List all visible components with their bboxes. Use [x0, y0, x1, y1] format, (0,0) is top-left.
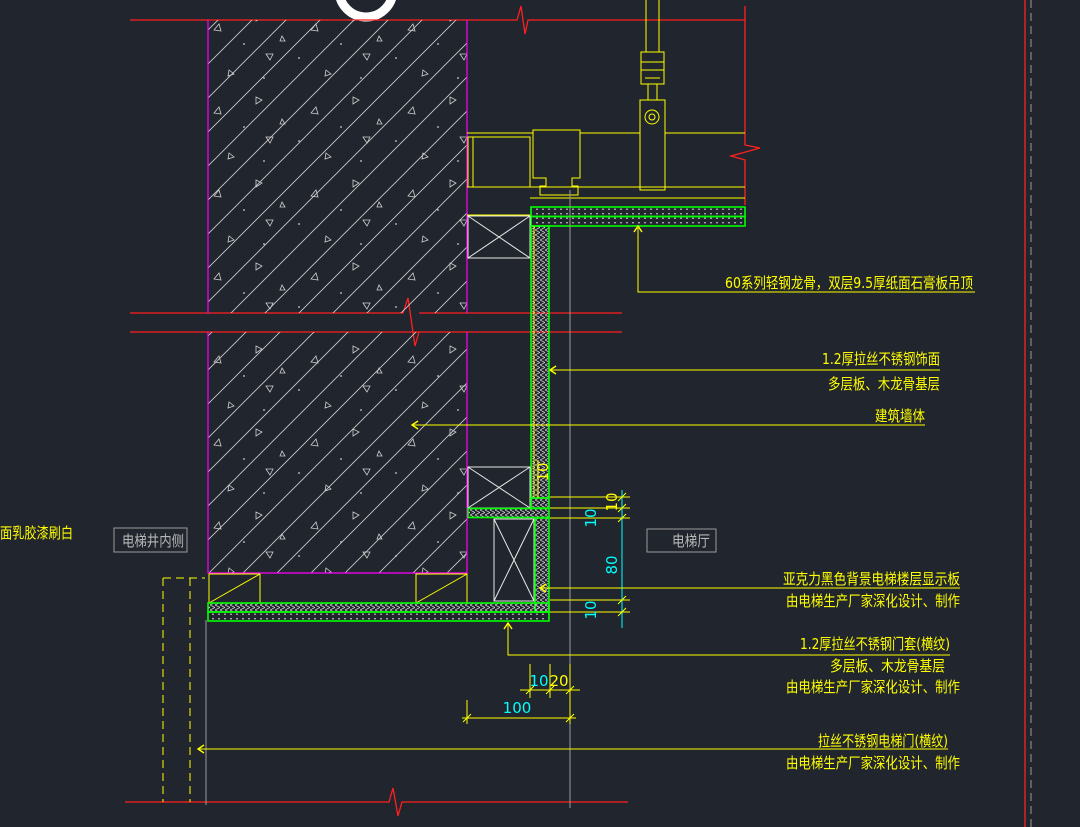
door-frame-block-cross [493, 518, 535, 602]
structure-wall [207, 20, 468, 574]
leader-elevator-door-arrow [196, 744, 205, 754]
indicator-panel-strip [467, 507, 550, 519]
dim-vertical-a-text: 10 [603, 492, 621, 511]
dim-horizontal-ticks-total [462, 713, 575, 723]
callout-elevator-door-line2: 由电梯生产厂家深化设计、制作 [786, 754, 960, 772]
dim-vertical-d-text: 10 [582, 600, 600, 619]
door-head-assembly [207, 466, 550, 622]
callout-floor-indicator-line1: 亚克力黑色背景电梯楼层显示板 [783, 570, 960, 588]
callout-floor-indicator-line2: 由电梯生产厂家深化设计、制作 [786, 592, 960, 610]
soffit-block-left-diag [208, 573, 261, 604]
wall-aggregate-lower [208, 332, 467, 573]
ceiling-system [467, 0, 746, 227]
callout-wall-finish-line1: 1.2厚拉丝不锈钢饰面 [822, 350, 940, 368]
room-tag-lobby-box [646, 528, 717, 553]
leader-structure-wall-arrow [410, 420, 419, 430]
room-tag-shaft: 电梯井内侧 [113, 527, 188, 553]
bottom-break-line [125, 787, 628, 817]
gypsum-board-layer-2 [530, 215, 746, 227]
wall-outline [207, 20, 468, 574]
dimensions: 10 10 10 80 10 10 20 100 [462, 460, 630, 724]
dim-horizontal-b-text: 20 [549, 672, 568, 690]
leader-floor-indicator-arrow [538, 583, 547, 593]
wall-finish-panel [530, 225, 550, 499]
elevator-door-dashed [162, 577, 205, 802]
main-connector [532, 129, 581, 196]
dim-horizontal-extensions [466, 664, 571, 724]
hanger-bolt [644, 109, 660, 125]
callout-door-frame-line3: 由电梯生产厂家深化设计、制作 [786, 678, 960, 696]
gypsum-board-layer-1 [530, 206, 746, 218]
room-tag-shaft-box [113, 527, 188, 553]
callout-ceiling: 60系列轻钢龙骨，双层9.5厚纸面石膏板吊顶 [725, 274, 973, 292]
leader-door-frame [507, 624, 950, 656]
right-break-line [728, 6, 761, 205]
callout-structure-wall: 建筑墙体 [875, 407, 925, 425]
dim-horizontal-total-text: 100 [503, 699, 532, 717]
leader-door-frame-arrow [503, 621, 513, 630]
wood-block-lower-cross [467, 466, 531, 509]
leaders [196, 224, 975, 754]
section-marker-circle [336, 0, 396, 22]
dim-vertical-b-text: 10 [582, 508, 600, 527]
leader-wall-finish-arrow [548, 365, 557, 375]
leader-ceiling [637, 228, 975, 293]
room-tag-shaft-text: 电梯井内侧 [122, 532, 184, 550]
door-soffit-ply [207, 602, 550, 613]
room-tag-lobby-text: 电梯厅 [672, 532, 710, 550]
finish-step [530, 497, 550, 509]
wall-angle [467, 136, 531, 188]
door-frame-facing [534, 517, 550, 613]
wood-block-upper [467, 215, 531, 259]
dim-upper-small-text: 10 [534, 462, 552, 481]
left-note: 面乳胶漆刷白 [0, 524, 73, 542]
callout-elevator-door-line1: 拉丝不锈钢电梯门(横纹) [818, 732, 948, 750]
elevator-door-outline [162, 577, 205, 802]
leader-ceiling-arrow [633, 224, 643, 233]
dim-vertical-ticks [617, 492, 627, 617]
soffit-block-right-diag [415, 573, 468, 604]
hanger-clamp [640, 51, 665, 85]
room-tag-lobby: 电梯厅 [646, 528, 717, 553]
hanger-bracket [639, 99, 666, 191]
callout-door-frame-line2: 多层板、木龙骨基层 [830, 657, 945, 675]
dim-vertical-extensions [550, 496, 630, 613]
hanger-bolt-inner [648, 113, 656, 121]
hanger-rod [645, 0, 660, 100]
carrying-channel [467, 132, 745, 199]
callout-wall-finish-line2: 多层板、木龙骨基层 [828, 375, 940, 393]
dim-vertical-c-text: 80 [603, 555, 621, 574]
dim-horizontal-ticks-a [525, 685, 575, 695]
callout-door-frame-line1: 1.2厚拉丝不锈钢门套(横纹) [800, 635, 950, 653]
wood-block-upper-cross [467, 215, 531, 259]
dim-horizontal-a-text: 10 [529, 672, 548, 690]
door-frame-block [493, 518, 535, 602]
door-soffit-steel [207, 611, 550, 622]
hanger-clamp-detail [641, 61, 664, 79]
wall-aggregate-upper [208, 20, 467, 313]
annotations: 60系列轻钢龙骨，双层9.5厚纸面石膏板吊顶 1.2厚拉丝不锈钢饰面 多层板、木… [0, 274, 973, 772]
wood-block-upper-outline [467, 215, 531, 259]
